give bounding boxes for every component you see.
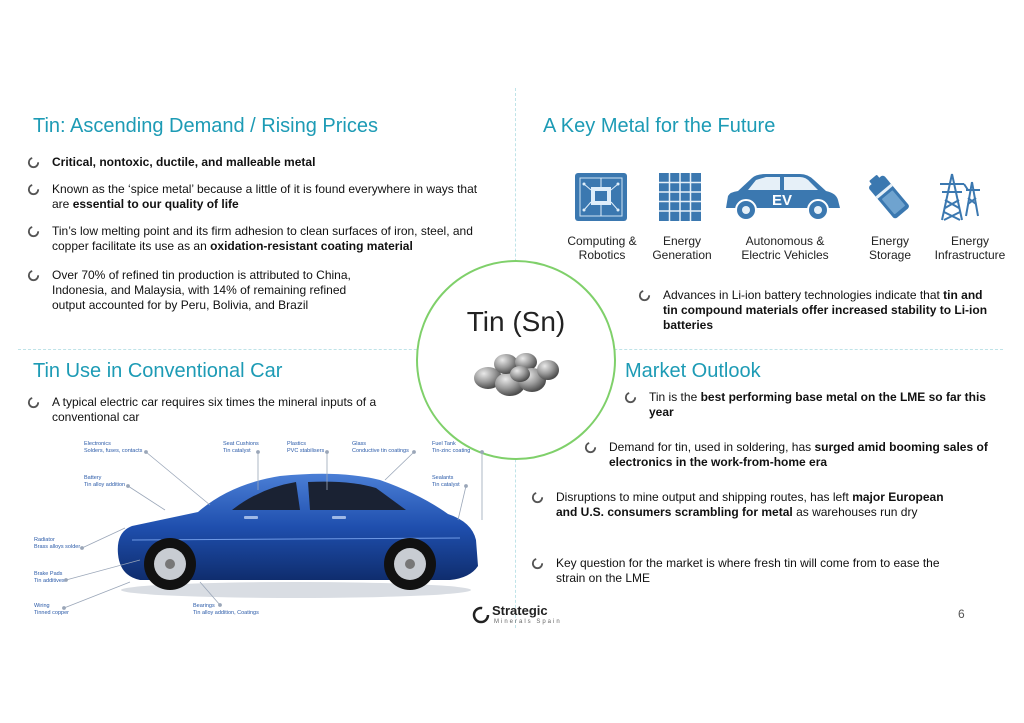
tin-label: Tin (Sn) [466,306,566,337]
list-item: Demand for tin, used in soldering, has s… [584,440,1002,470]
list-item: Disruptions to mine output and shipping … [531,490,951,520]
page-number: 6 [958,607,965,621]
section-title-demand: Tin: Ascending Demand / Rising Prices [33,115,378,137]
list-item: Tin’s low melting point and its firm adh… [27,224,502,254]
icon-label-energy-infrastructure: Energy Infrastructure [934,234,1006,262]
list-item: Tin is the best performing base metal on… [624,390,996,420]
tin-pellets-image [474,353,559,396]
blue-sedan-image [117,473,479,598]
section-title-market: Market Outlook [625,360,761,382]
ev-badge: EV [772,192,792,209]
power-tower-icon [934,172,984,222]
bullet-ring-icon [27,269,40,282]
list-item: Over 70% of refined tin production is at… [27,268,382,313]
company-logo: Strategic Minerals Spain [470,603,570,631]
icon-label-energy-generation: Energy Generation [652,234,712,262]
bullet-ring-icon [27,225,40,238]
icon-label-energy-storage: Energy Storage [868,234,912,262]
bullet-ring-icon [27,156,40,169]
section-title-car: Tin Use in Conventional Car [33,360,283,382]
icon-label-ev: Autonomous & Electric Vehicles [741,234,829,262]
list-item: A typical electric car requires six time… [27,395,417,425]
list-item: Known as the ‘spice metal’ because a lit… [27,182,497,212]
battery-icon [866,172,912,222]
car-leader-lines [62,450,484,610]
bullet-ring-icon [27,183,40,196]
bullet-ring-icon [624,391,637,404]
bullet-ring-icon [27,396,40,409]
section-title-future: A Key Metal for the Future [543,115,776,137]
chip-icon [574,172,628,222]
bullet-ring-icon [638,289,651,302]
ev-car-icon: EV [722,172,842,222]
bullet-ring-icon [584,441,597,454]
tin-circle: Tin (Sn) [416,260,616,460]
list-item: Critical, nontoxic, ductile, and malleab… [27,155,497,170]
bullet-ring-icon [531,557,544,570]
icon-label-computing: Computing & Robotics [567,234,637,262]
logo-mark-icon [472,606,490,624]
bullet-ring-icon [531,491,544,504]
list-item: Key question for the market is where fre… [531,556,951,586]
list-item: Advances in Li-ion battery technologies … [638,288,1000,333]
solar-panel-icon [658,172,702,222]
